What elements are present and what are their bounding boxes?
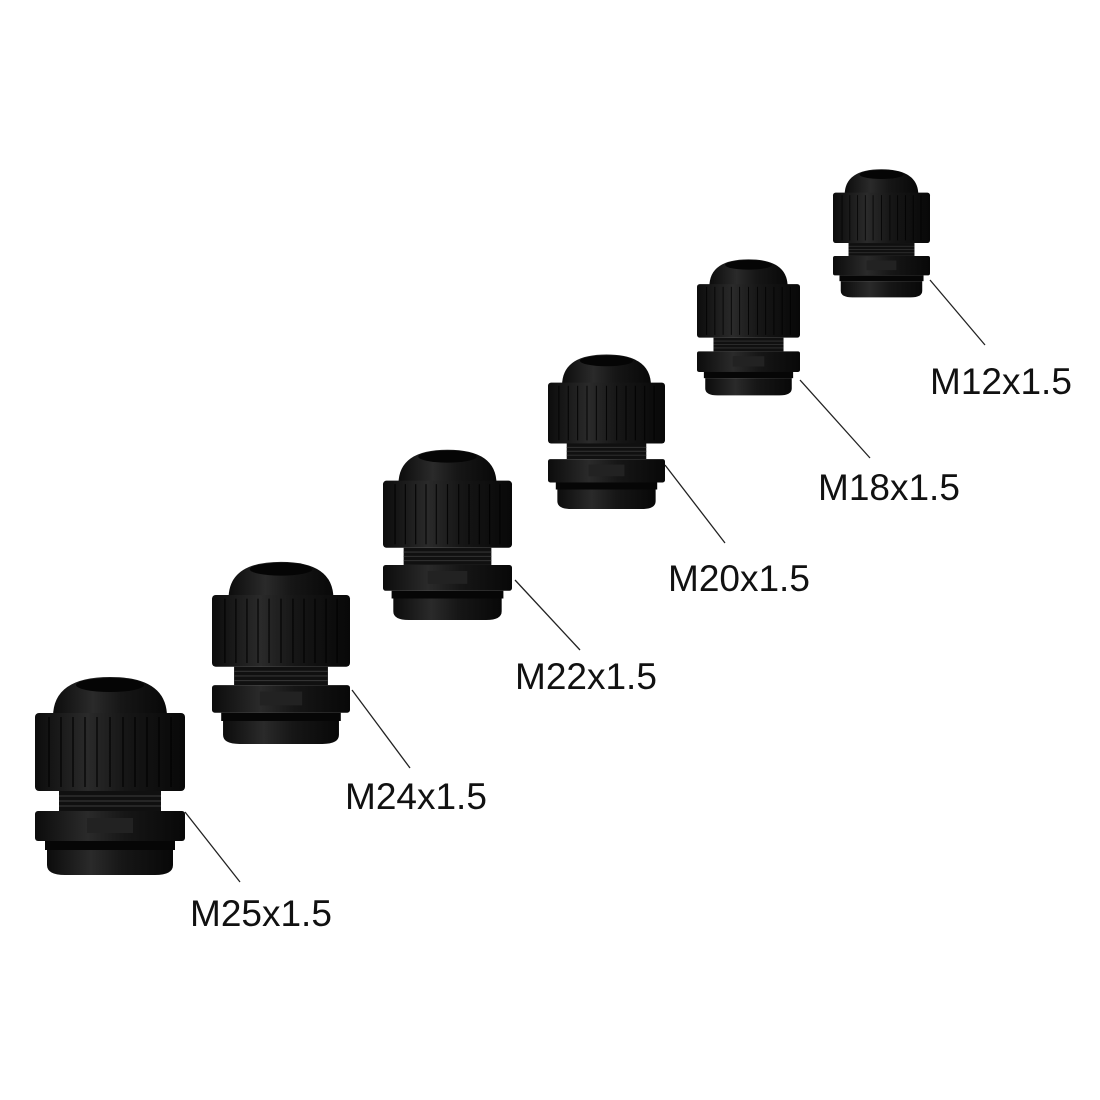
size-label-m22x1-5: M22x1.5 [515, 656, 657, 697]
cable-gland-m20x1-5 [547, 354, 666, 510]
cable-gland-m24x1-5 [211, 561, 351, 745]
size-label-m12x1-5: M12x1.5 [930, 361, 1072, 402]
cable-gland-m25x1-5 [34, 676, 186, 876]
cable-gland-m18x1-5 [696, 258, 801, 396]
callout-line-m12x1-5 [929, 279, 986, 346]
callout-line-m18x1-5 [799, 379, 871, 459]
callout-line-m22x1-5 [514, 579, 581, 651]
size-label-m18x1-5: M18x1.5 [818, 467, 960, 508]
cable-gland-m22x1-5 [382, 449, 513, 621]
callout-line-m20x1-5 [664, 464, 726, 544]
size-label-m25x1-5: M25x1.5 [190, 893, 332, 934]
callout-line-m24x1-5 [351, 689, 411, 769]
size-label-m20x1-5: M20x1.5 [668, 558, 810, 599]
callout-line-m25x1-5 [184, 811, 241, 883]
cable-gland-m12x1-5 [832, 168, 931, 298]
size-label-m24x1-5: M24x1.5 [345, 776, 487, 817]
